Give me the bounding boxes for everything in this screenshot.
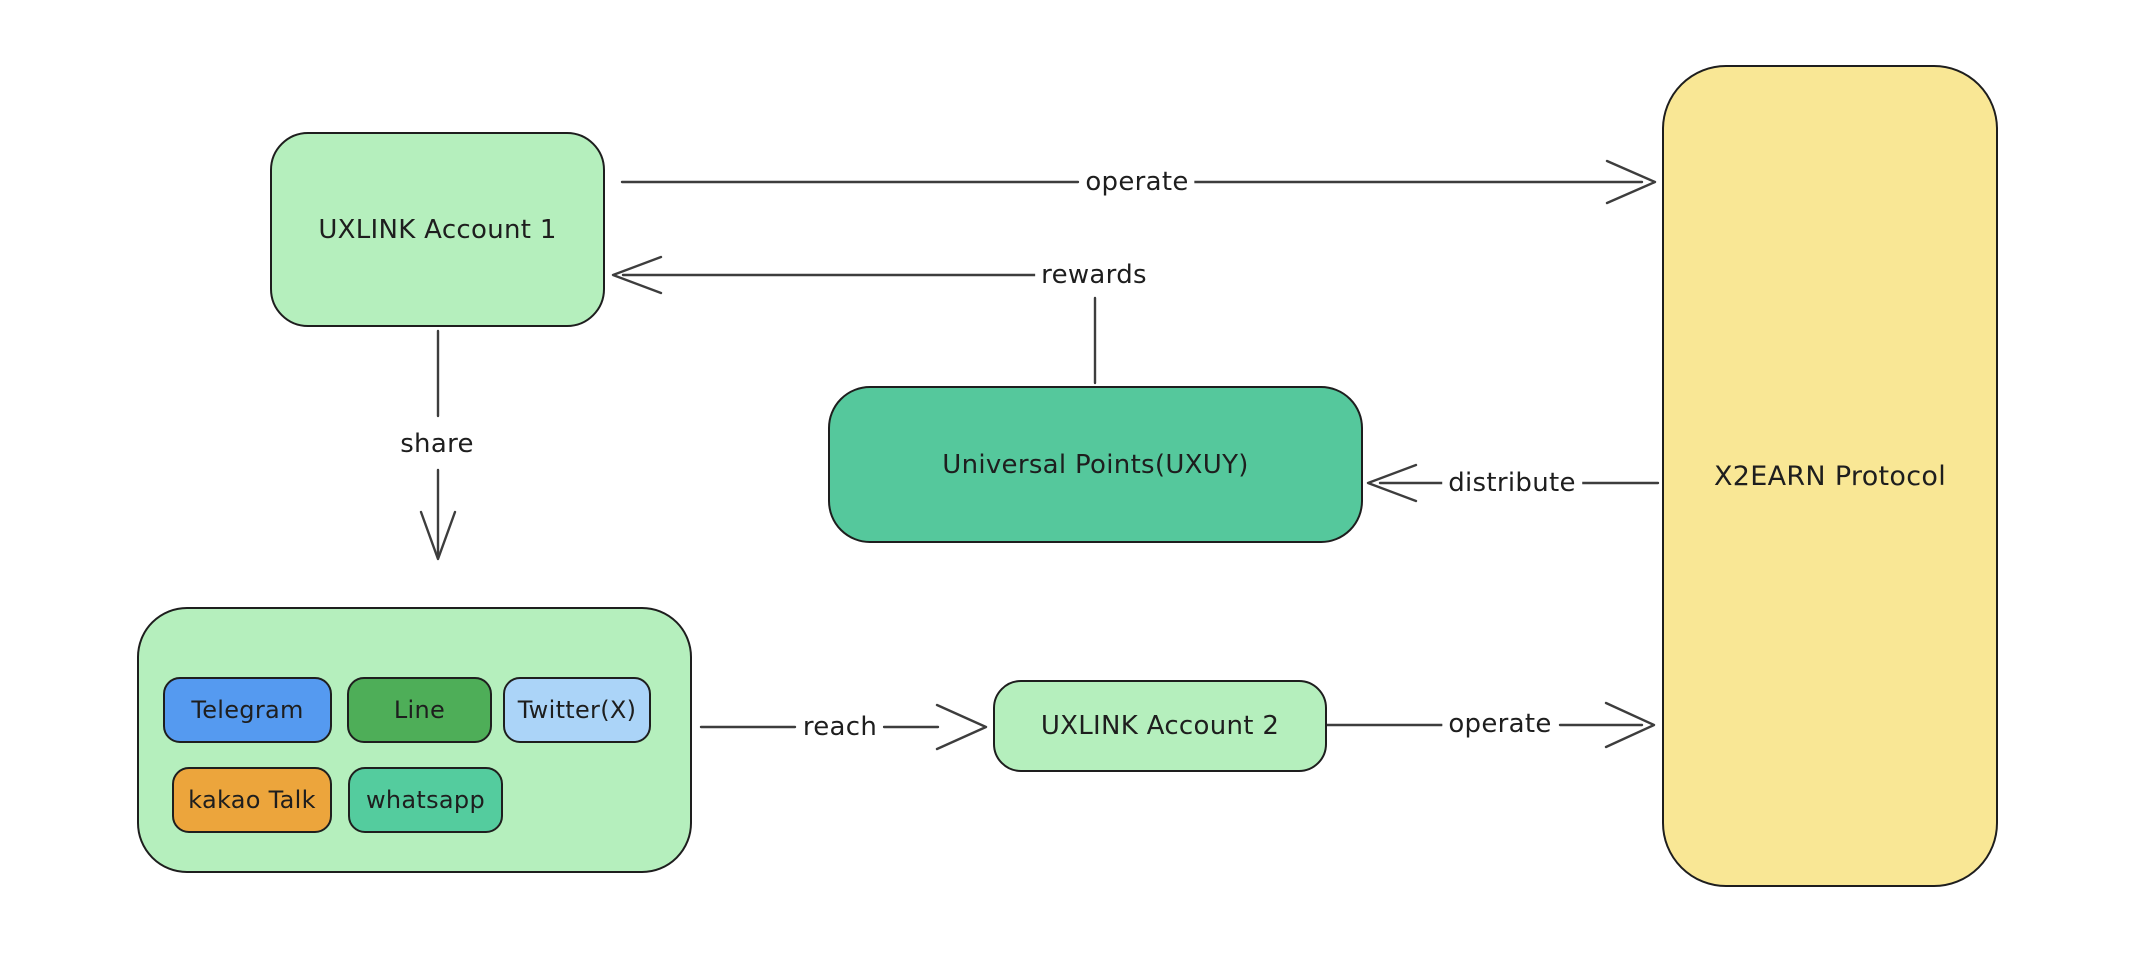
node-uxlink-account-1: UXLINK Account 1 [270, 132, 605, 327]
edge-rewards [611, 255, 1097, 385]
chip-line: Line [347, 677, 492, 743]
chip-kakao-talk-label: kakao Talk [188, 786, 316, 814]
node-x2earn-protocol: X2EARN Protocol [1662, 65, 1998, 887]
edge-operate-bottom-arrowhead [1604, 701, 1656, 749]
chip-whatsapp-label: whatsapp [365, 786, 486, 814]
edge-share-arrowhead [419, 510, 457, 561]
node-uxlink-account-2-label: UXLINK Account 2 [1040, 711, 1280, 741]
node-uxlink-account-2: UXLINK Account 2 [993, 680, 1327, 772]
edge-reach [699, 703, 988, 751]
node-universal-points-label: Universal Points(UXUY) [942, 449, 1249, 480]
edge-rewards-arrowhead [611, 255, 663, 295]
chip-twitter-x: Twitter(X) [503, 677, 651, 743]
node-universal-points: Universal Points(UXUY) [828, 386, 1363, 543]
edge-distribute-arrowhead [1366, 463, 1418, 503]
chip-whatsapp: whatsapp [348, 767, 503, 833]
edge-label-operate-top: operate [1079, 167, 1195, 197]
edge-label-distribute: distribute [1442, 468, 1582, 498]
node-x2earn-protocol-label: X2EARN Protocol [1713, 460, 1947, 492]
edge-operate-top-arrowhead [1605, 159, 1657, 205]
edge-distribute [1366, 463, 1660, 503]
edge-label-reach: reach [796, 712, 884, 742]
chip-twitter-x-label: Twitter(X) [517, 696, 637, 724]
node-uxlink-account-1-label: UXLINK Account 1 [318, 214, 557, 245]
edge-label-rewards: rewards [1035, 260, 1153, 290]
chip-kakao-talk: kakao Talk [172, 767, 332, 833]
edge-label-operate-bottom: operate [1442, 709, 1558, 739]
chip-telegram-label: Telegram [191, 696, 304, 724]
edge-reach-arrowhead [935, 703, 988, 751]
edge-label-share: share [394, 429, 480, 459]
edge-share [419, 329, 457, 561]
chip-line-label: Line [393, 696, 446, 724]
edge-operate-top [620, 159, 1657, 205]
chip-telegram: Telegram [163, 677, 332, 743]
